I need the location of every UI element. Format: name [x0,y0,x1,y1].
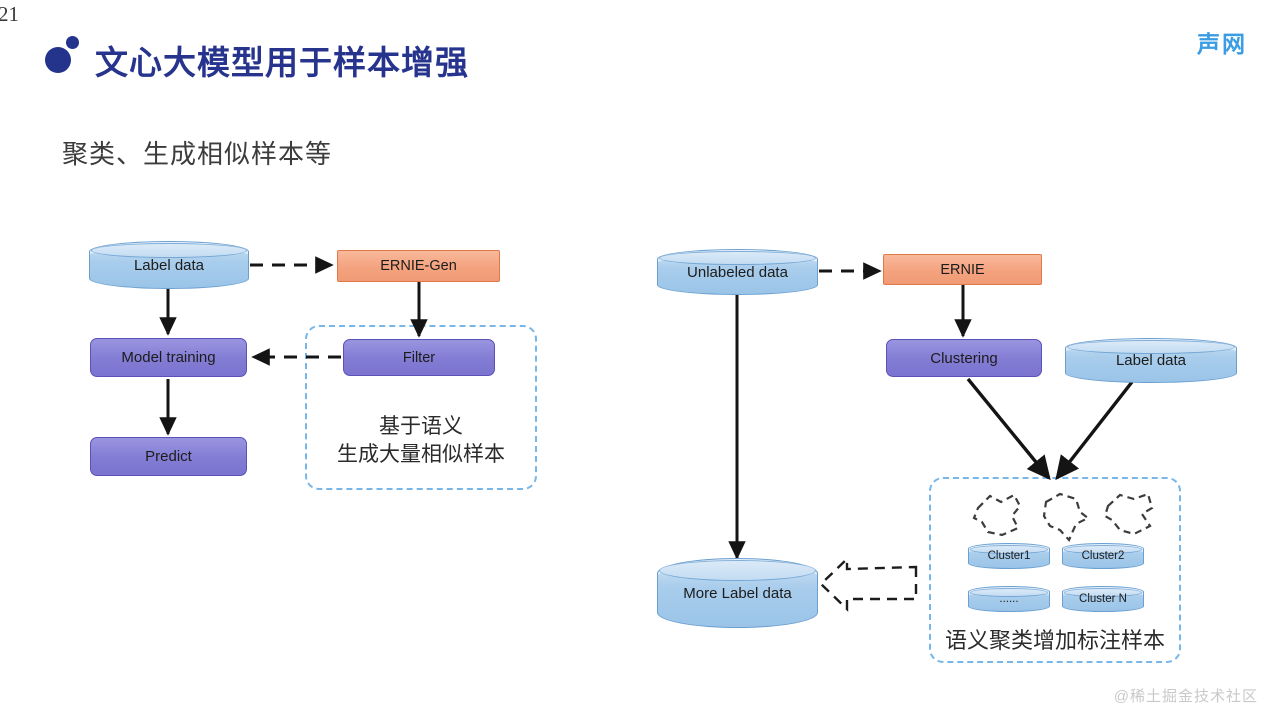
brand-logo: 声网 [1197,31,1247,57]
node-label: Clustering [930,349,998,367]
node-filter[interactable]: Filter [343,339,495,376]
watermark: @稀土掘金技术社区 [1113,688,1258,705]
node-label: More Label data [683,584,792,602]
node-more-label-data[interactable]: More Label data [657,558,818,628]
bullet-large-circle [45,47,71,73]
slide-subtitle: 聚类、生成相似样本等 [62,139,333,169]
node-label-data-right[interactable]: Label data [1065,338,1237,383]
page-number: 21 [0,2,19,26]
node-cluster-1[interactable]: Cluster1 [968,543,1050,569]
node-label: Cluster1 [987,550,1031,562]
cluster-blob-3 [1103,492,1154,536]
node-label: ERNIE [940,261,985,278]
left-region-caption: 基于语义 生成大量相似样本 [337,415,505,467]
node-label: ...... [999,593,1019,605]
node-label: Unlabeled data [687,263,788,281]
node-label: Filter [402,349,436,366]
node-label: Label data [133,256,205,274]
node-cluster-ellipsis[interactable]: ...... [968,586,1050,612]
node-cluster-n[interactable]: Cluster N [1062,586,1144,612]
node-label-data-left[interactable]: Label data [89,241,249,289]
right-cluster-region [929,477,1181,663]
node-clustering[interactable]: Clustering [886,339,1042,377]
node-predict[interactable]: Predict [90,437,247,476]
cluster-blob-1 [972,493,1022,537]
node-label: Label data [1115,352,1187,369]
node-label: Predict [145,448,192,465]
node-label: Cluster2 [1081,550,1125,562]
title-bullet-icon [45,36,79,73]
node-label: ERNIE-Gen [380,258,457,274]
node-cluster-2[interactable]: Cluster2 [1062,543,1144,569]
node-label: Model training [121,349,216,366]
node-model-training[interactable]: Model training [90,338,247,377]
page-title: 文心大模型用于样本增强 [95,44,469,81]
bullet-small-circle [66,36,79,49]
right-region-caption: 语义聚类增加标注样本 [944,628,1165,653]
node-unlabeled-data[interactable]: Unlabeled data [657,249,818,295]
node-ernie-gen[interactable]: ERNIE-Gen [337,250,500,282]
node-label: Cluster N [1079,593,1127,605]
cluster-blob-2 [1042,492,1090,543]
node-ernie[interactable]: ERNIE [883,254,1042,285]
